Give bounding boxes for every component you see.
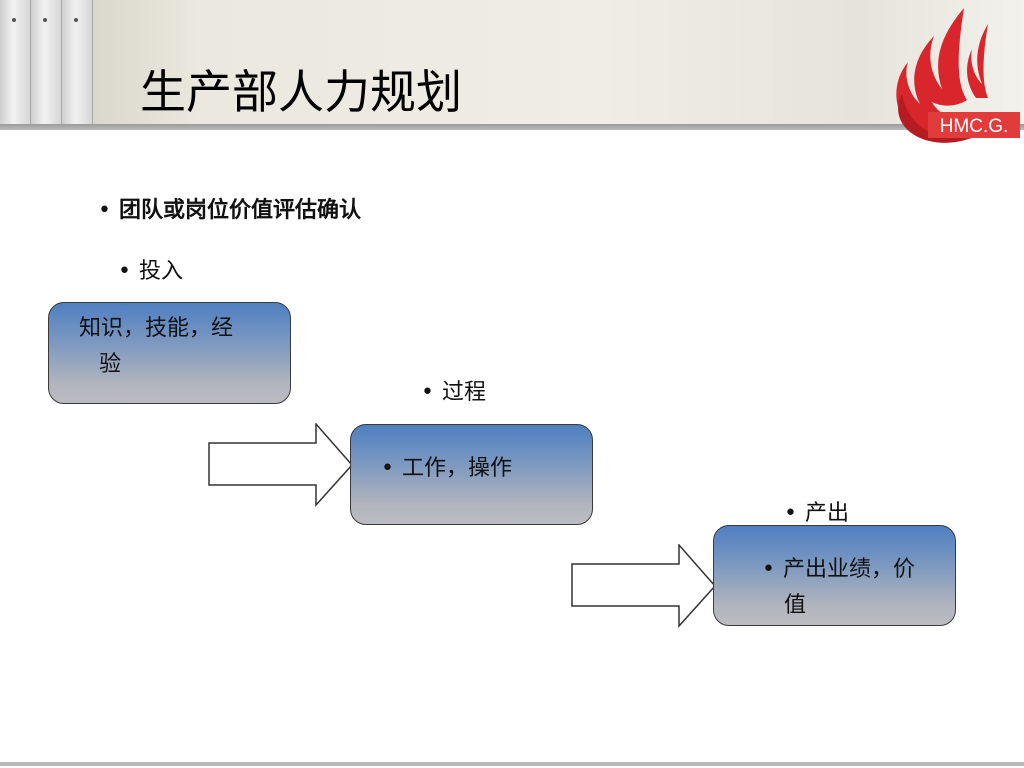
box-text-line: 值 [784, 593, 807, 618]
panel-dot [12, 18, 16, 22]
stage-label-output: • 产出 [784, 495, 849, 527]
header-panel [31, 0, 62, 124]
box-text-line: • 工作，操作 [381, 451, 512, 487]
stage-box-output: • 产出业绩，价 值 [713, 525, 956, 626]
panel-dot [43, 18, 47, 22]
stage-label-process: • 过程 [421, 374, 486, 406]
box-text-line: 验 [99, 352, 122, 377]
bullet-dot: • [118, 259, 131, 284]
box-text: 产出业绩，价 [782, 557, 915, 582]
main-bullet-text: 团队或岗位价值评估确认 [118, 198, 361, 223]
header-divider [0, 124, 1024, 130]
header-panel [0, 0, 31, 124]
box-text-line: • 产出业绩，价 [762, 552, 915, 588]
logo-text: HMC.G. [940, 116, 1009, 137]
stage-label-input: • 投入 [118, 253, 183, 285]
panel-dot [74, 18, 78, 22]
box-text: 工作，操作 [401, 456, 512, 481]
bullet-dot: • [381, 456, 394, 481]
bullet-dot: • [784, 501, 797, 526]
stage-label-text: 投入 [138, 259, 183, 284]
block-arrow-right-icon [208, 423, 354, 507]
slide-title: 生产部人力规划 [140, 65, 462, 119]
header-decoration [0, 0, 96, 124]
stage-box-process: • 工作，操作 [350, 424, 593, 525]
bullet-dot: • [762, 557, 775, 582]
bullet-dot: • [421, 380, 434, 405]
box-text-line: 知识，技能，经 [79, 316, 234, 341]
footer-divider [0, 762, 1024, 766]
header-panel [62, 0, 93, 124]
hmcg-flame-logo-icon: HMC.G. [896, 8, 1020, 143]
stage-box-input: 知识，技能，经 验 [48, 302, 291, 404]
main-bullet: • 团队或岗位价值评估确认 [98, 192, 361, 224]
slide-header: 生产部人力规划 [0, 0, 1024, 128]
block-arrow-right-icon [571, 544, 717, 628]
stage-label-text: 产出 [804, 501, 849, 526]
stage-label-text: 过程 [441, 380, 486, 405]
bullet-dot: • [98, 198, 111, 223]
